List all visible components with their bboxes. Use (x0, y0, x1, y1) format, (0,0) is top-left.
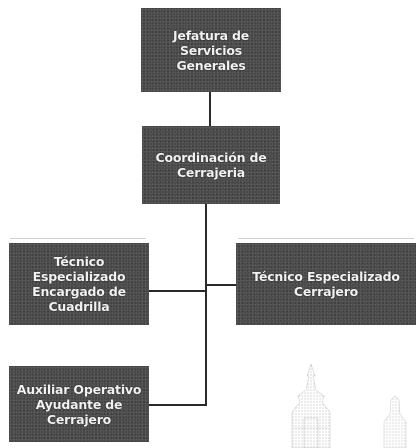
node-label: Técnico Especializado Cerrajero (252, 269, 400, 299)
node-auxiliar-operativo: Auxiliar Operativo Ayudante de Cerrajero (9, 366, 149, 442)
watermark-seal-icon (291, 363, 331, 448)
node-coordinacion-cerrajeria: Coordinación de Cerrajeria (142, 126, 280, 204)
node-jefatura-servicios-generales: Jefatura de Servicios Generales (141, 8, 281, 92)
scan-line-right (238, 238, 414, 239)
node-label: Jefatura de Servicios Generales (172, 27, 250, 73)
node-label: Coordinación de Cerrajeria (155, 150, 267, 180)
scan-line-left (10, 238, 146, 239)
node-tecnico-cerrajero: Técnico Especializado Cerrajero (236, 243, 416, 325)
connector-cerrajero (207, 284, 236, 286)
watermark-figure-icon (383, 395, 407, 448)
node-label: Auxiliar Operativo Ayudante de Cerrajero (16, 381, 142, 427)
node-tecnico-encargado-cuadrilla: Técnico Especializado Encargado de Cuadr… (9, 243, 149, 325)
connector-trunk (205, 204, 207, 406)
connector-cuadrilla (149, 290, 205, 292)
node-label: Técnico Especializado Encargado de Cuadr… (32, 254, 126, 314)
connector-auxiliar (149, 404, 207, 406)
connector-jefatura-coordinacion (209, 92, 211, 126)
